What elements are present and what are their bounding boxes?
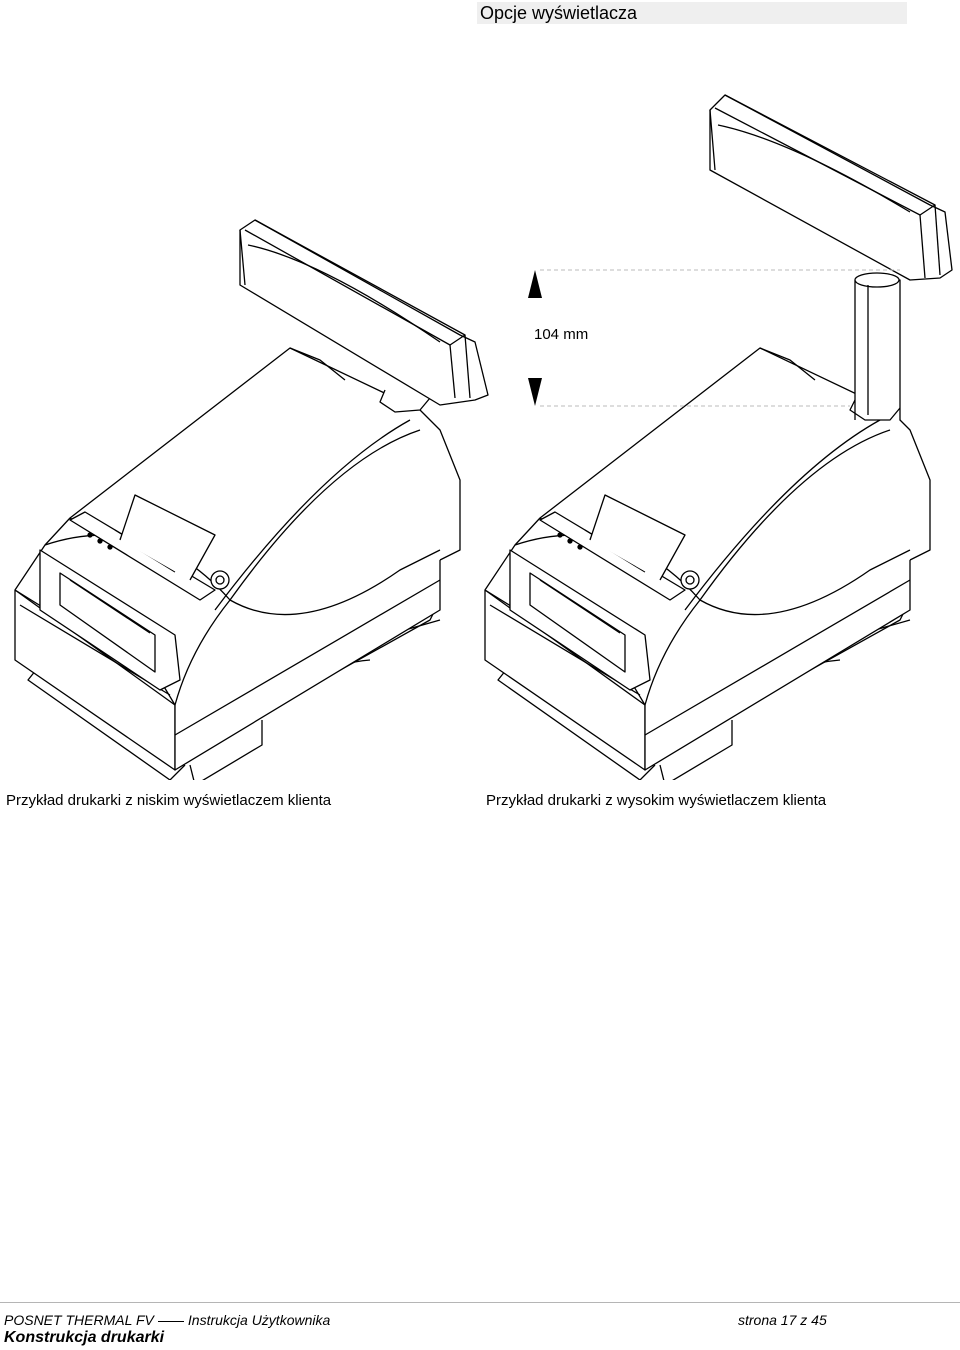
dimension-label: 104 mm xyxy=(534,326,589,343)
footer-document-info: POSNET THERMAL FV Instrukcja Użytkownika xyxy=(4,1312,330,1328)
footer-manual: Instrukcja Użytkownika xyxy=(187,1312,331,1328)
footer-divider xyxy=(0,1302,960,1303)
footer-page-number: strona 17 z 45 xyxy=(738,1312,827,1328)
caption-low-display: Przykład drukarki z niskim wyświetlaczem… xyxy=(6,792,332,809)
footer-separator xyxy=(157,1320,184,1322)
printer-illustration xyxy=(14,94,953,780)
section-header: Opcje wyświetlacza xyxy=(477,2,907,24)
caption-high-display: Przykład drukarki z wysokim wyświetlacze… xyxy=(486,792,827,809)
printer-low-display xyxy=(14,219,489,780)
height-dimension xyxy=(528,269,900,407)
printer-figures xyxy=(0,80,960,780)
footer-chapter: Konstrukcja drukarki xyxy=(4,1329,165,1346)
printer-high-display xyxy=(484,94,953,780)
section-title: Opcje wyświetlacza xyxy=(480,3,638,23)
footer-product: POSNET THERMAL FV xyxy=(4,1312,154,1328)
